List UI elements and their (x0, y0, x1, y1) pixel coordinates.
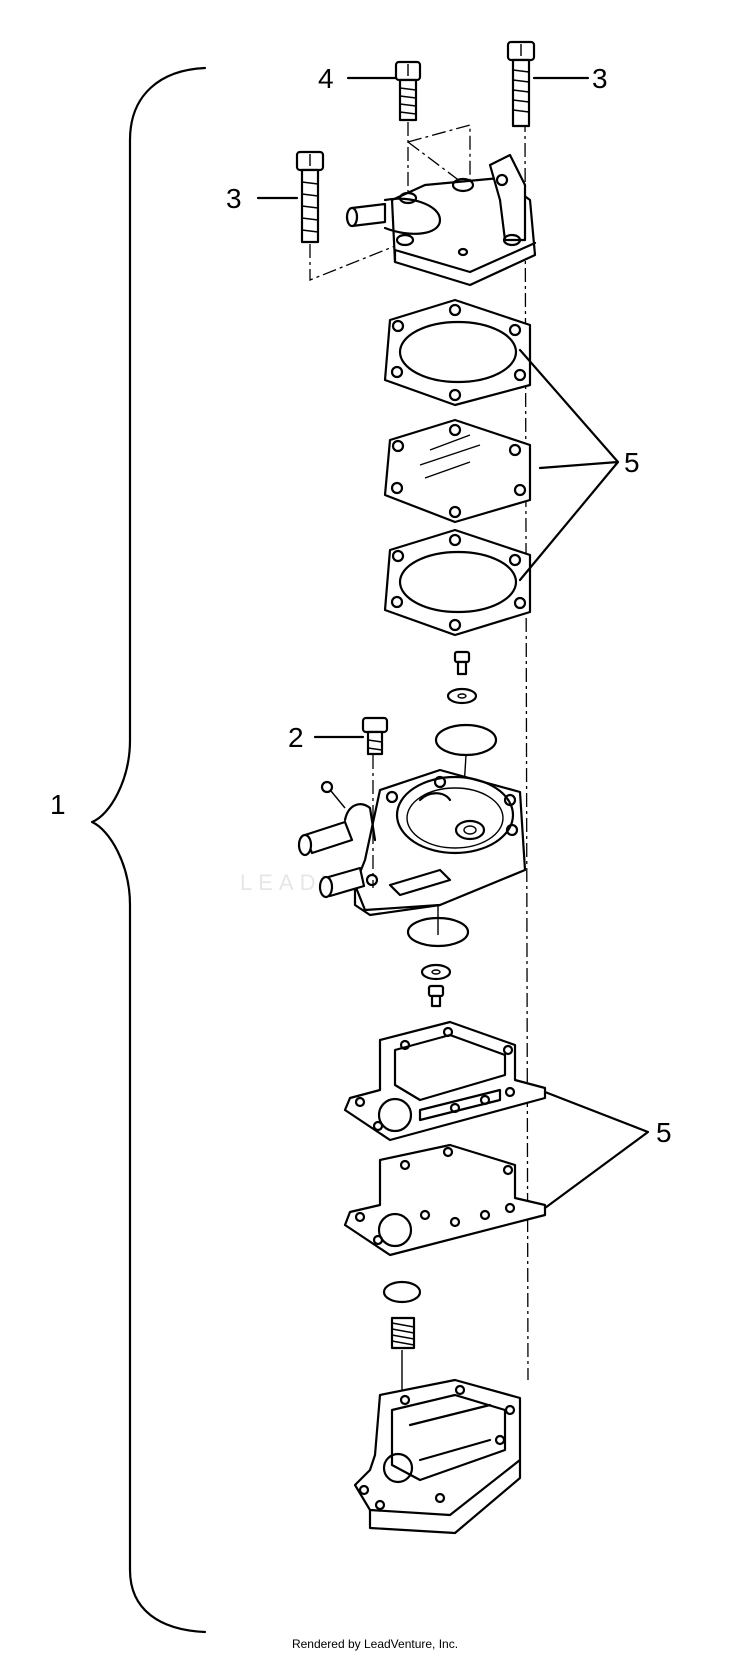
screw-2 (361, 716, 389, 756)
valve-cap (382, 1280, 422, 1304)
upper-gasket-2 (383, 528, 532, 637)
upper-gasket-1 (383, 298, 532, 407)
callout-5-lower: 5 (656, 1117, 672, 1148)
leader-5-lower (543, 1090, 650, 1210)
assembly-bracket (90, 66, 207, 1634)
bolt-3-left (295, 150, 325, 244)
callout-1: 1 (50, 789, 66, 820)
lower-gasket-2 (343, 1143, 547, 1257)
top-cover (345, 153, 537, 287)
callout-3-top: 3 (592, 63, 608, 94)
washer-lower (420, 963, 452, 981)
washer-upper (446, 687, 478, 705)
callout-3-left: 3 (226, 183, 242, 214)
check-valve-disc-upper (434, 723, 498, 757)
leader-5-upper (518, 348, 620, 582)
small-screw-lower (427, 984, 445, 1008)
pump-body (297, 768, 527, 917)
callout-4: 4 (318, 63, 334, 94)
lower-gasket-1 (343, 1020, 547, 1142)
callout-5-upper: 5 (624, 447, 640, 478)
bolt-4 (394, 60, 422, 122)
callout-2: 2 (288, 722, 304, 753)
base-plate (353, 1378, 522, 1535)
diaphragm (383, 418, 532, 524)
bolt-3-top (506, 40, 536, 128)
spring (390, 1316, 416, 1350)
center-axis (524, 117, 529, 1381)
footer-credit: Rendered by LeadVenture, Inc. (291, 1637, 459, 1651)
small-screw-upper (453, 650, 471, 676)
